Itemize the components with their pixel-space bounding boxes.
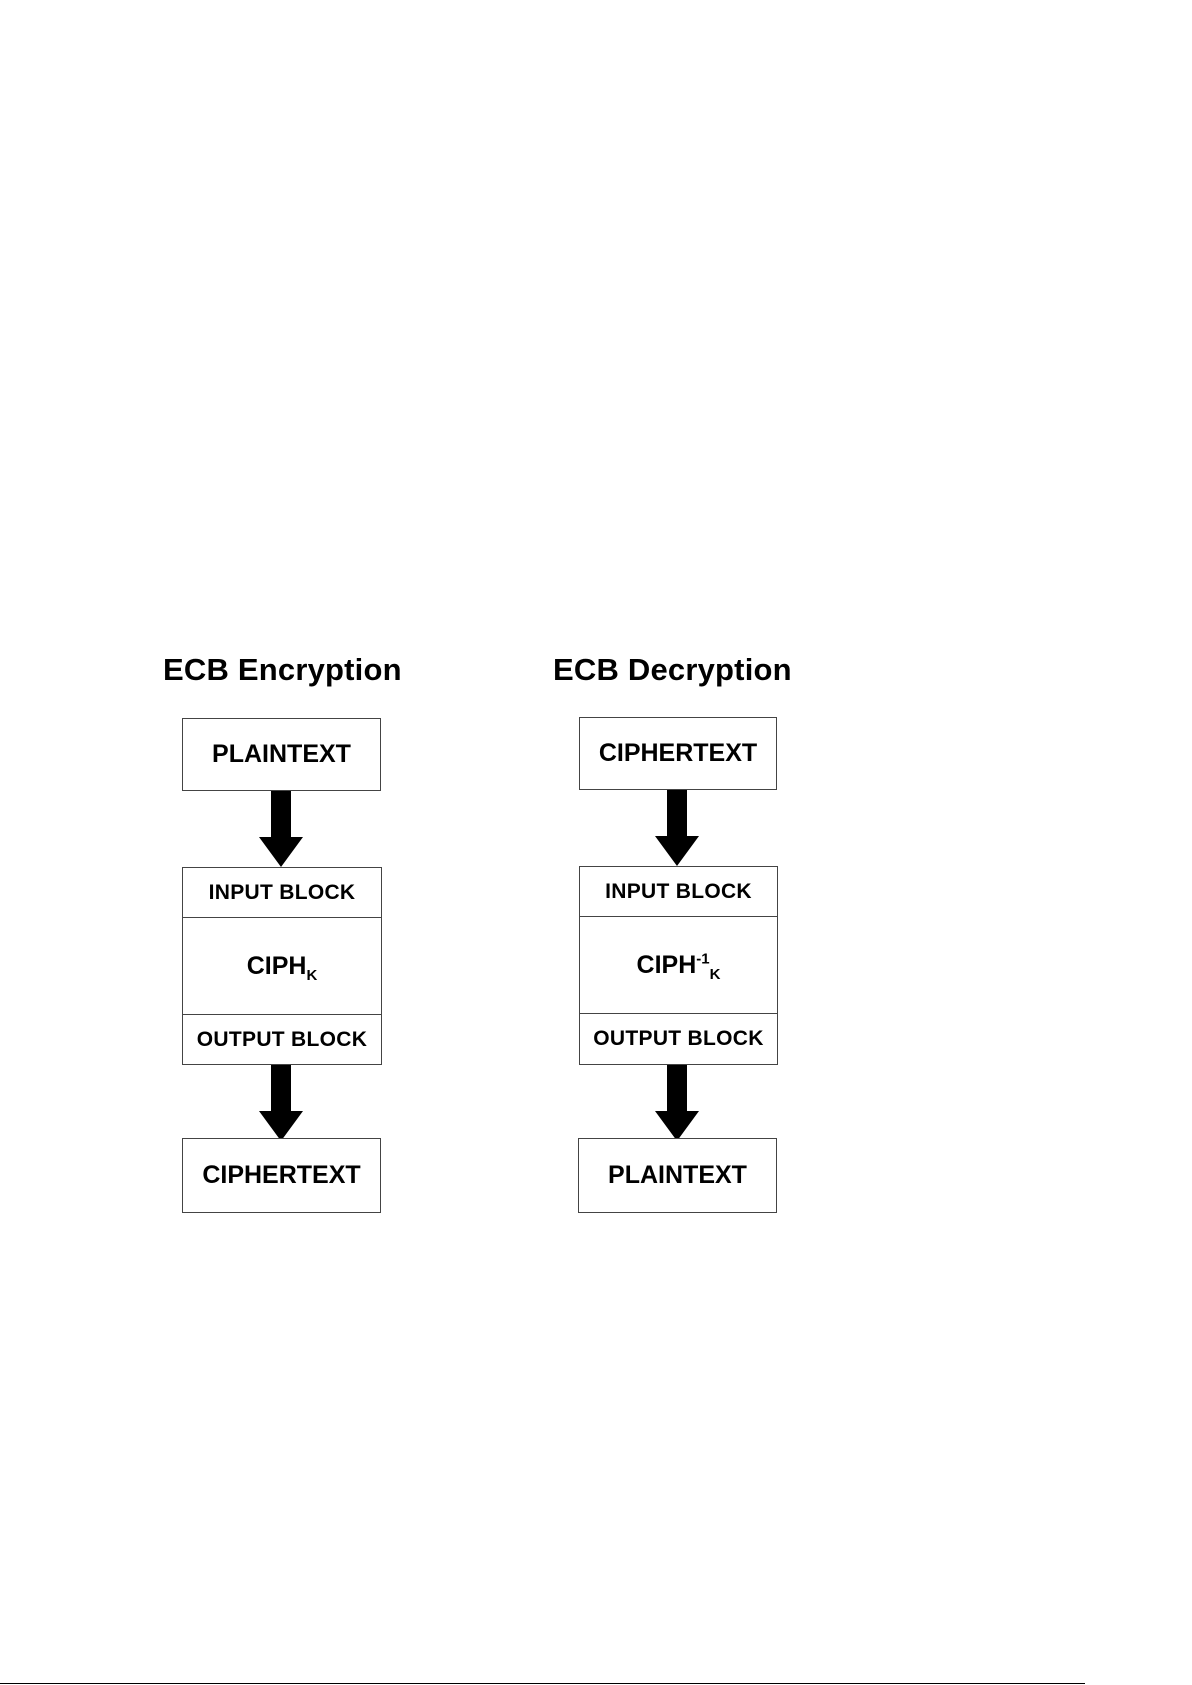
- decryption-arrow-down-1: [655, 790, 699, 866]
- decryption-output-block: OUTPUT BLOCK: [580, 1014, 777, 1063]
- encryption-cipher-function: CIPHK: [183, 917, 381, 1015]
- decryption-output-block-label: OUTPUT BLOCK: [593, 1027, 763, 1051]
- decryption-cipher-function: CIPH-1K: [580, 916, 777, 1014]
- encryption-function-base: CIPH: [247, 952, 307, 980]
- decryption-input-block: INPUT BLOCK: [580, 867, 777, 916]
- decryption-input-block-label: INPUT BLOCK: [605, 880, 752, 904]
- encryption-output-box: CIPHERTEXT: [182, 1138, 381, 1213]
- decryption-cipher-function-label: CIPH-1K: [637, 951, 721, 980]
- decryption-function-subscript: K: [710, 966, 721, 983]
- encryption-arrow-down-1: [259, 791, 303, 867]
- encryption-output-block: OUTPUT BLOCK: [183, 1015, 381, 1064]
- decryption-input-box: CIPHERTEXT: [579, 717, 777, 790]
- encryption-function-subscript: K: [306, 967, 317, 984]
- encryption-input-block-label: INPUT BLOCK: [209, 881, 356, 905]
- encryption-input-label: PLAINTEXT: [212, 740, 351, 769]
- decryption-title: ECB Decryption: [553, 650, 792, 690]
- decryption-input-label: CIPHERTEXT: [599, 739, 757, 768]
- decryption-function-superscript: -1: [696, 950, 709, 967]
- decryption-arrow-down-2: [655, 1065, 699, 1141]
- decryption-output-label: PLAINTEXT: [608, 1161, 747, 1190]
- decryption-cipher-block: INPUT BLOCK CIPH-1K OUTPUT BLOCK: [579, 866, 778, 1065]
- page-bottom-rule: [0, 1683, 1085, 1684]
- encryption-output-label: CIPHERTEXT: [202, 1161, 360, 1190]
- encryption-input-box: PLAINTEXT: [182, 718, 381, 791]
- decryption-output-box: PLAINTEXT: [578, 1138, 777, 1213]
- encryption-output-block-label: OUTPUT BLOCK: [197, 1028, 367, 1052]
- decryption-function-base: CIPH: [637, 951, 697, 979]
- encryption-arrow-down-2: [259, 1065, 303, 1141]
- encryption-cipher-function-label: CIPHK: [247, 952, 318, 981]
- encryption-cipher-block: INPUT BLOCK CIPHK OUTPUT BLOCK: [182, 867, 382, 1065]
- encryption-input-block: INPUT BLOCK: [183, 868, 381, 917]
- encryption-title: ECB Encryption: [163, 650, 402, 690]
